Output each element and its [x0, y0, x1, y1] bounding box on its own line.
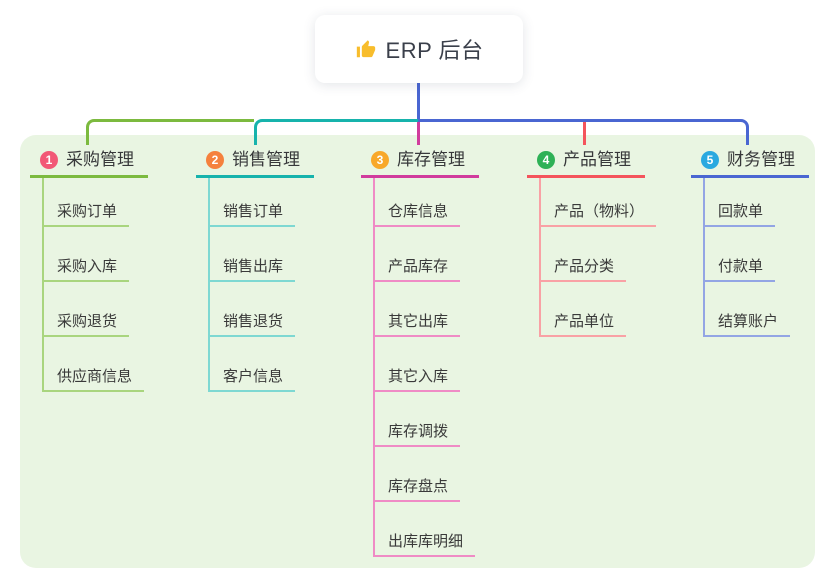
branch-node-finance[interactable]: 5 财务管理 — [691, 146, 809, 178]
root-node-label: ERP 后台 — [385, 38, 484, 63]
leaf-node[interactable]: 出库库明细 — [373, 529, 476, 557]
leaf-node[interactable]: 采购退货 — [42, 309, 130, 337]
branch-trunk-line — [208, 178, 210, 392]
branch-trunk-line — [42, 178, 44, 392]
leaf-node[interactable]: 供应商信息 — [42, 364, 145, 392]
root-node[interactable]: ERP 后台 — [315, 15, 523, 83]
branch-product: 4 产品管理 产品（物料） 产品分类 产品单位 — [527, 146, 657, 337]
branches-background-panel — [20, 135, 815, 568]
branch-finance: 5 财务管理 回款单 付款单 结算账户 — [691, 146, 809, 337]
branch-trunk-line — [703, 178, 705, 337]
branch-label: 产品管理 — [563, 150, 631, 169]
leaf-node[interactable]: 其它入库 — [373, 364, 461, 392]
leaf-node[interactable]: 采购入库 — [42, 254, 130, 282]
branch-label: 采购管理 — [66, 150, 134, 169]
branch-purchase: 1 采购管理 采购订单 采购入库 采购退货 供应商信息 — [30, 146, 148, 392]
leaf-node[interactable]: 销售出库 — [208, 254, 296, 282]
leaf-node[interactable]: 销售订单 — [208, 199, 296, 227]
leaf-node[interactable]: 产品库存 — [373, 254, 461, 282]
branch-label: 财务管理 — [727, 150, 795, 169]
branch-number-badge: 4 — [537, 151, 555, 169]
branch-node-sales[interactable]: 2 销售管理 — [196, 146, 314, 178]
branch-trunk-line — [539, 178, 541, 337]
leaf-node[interactable]: 产品（物料） — [539, 199, 657, 227]
connector-finance-line — [418, 119, 749, 145]
leaf-node[interactable]: 回款单 — [703, 199, 776, 227]
leaf-node[interactable]: 产品单位 — [539, 309, 627, 337]
leaf-node[interactable]: 产品分类 — [539, 254, 627, 282]
connector-product-drop — [583, 122, 586, 145]
leaf-node[interactable]: 其它出库 — [373, 309, 461, 337]
connector-sales-line — [254, 119, 418, 145]
leaf-node[interactable]: 客户信息 — [208, 364, 296, 392]
branch-sales: 2 销售管理 销售订单 销售出库 销售退货 客户信息 — [196, 146, 314, 392]
branch-number-badge: 5 — [701, 151, 719, 169]
leaf-node[interactable]: 结算账户 — [703, 309, 791, 337]
leaf-node[interactable]: 销售退货 — [208, 309, 296, 337]
branch-node-purchase[interactable]: 1 采购管理 — [30, 146, 148, 178]
connector-purchase-line — [86, 119, 254, 145]
branch-trunk-line — [373, 178, 375, 557]
connector-inventory-drop — [417, 122, 420, 145]
leaf-node[interactable]: 库存调拨 — [373, 419, 461, 447]
branch-number-badge: 3 — [371, 151, 389, 169]
branch-label: 库存管理 — [397, 150, 465, 169]
leaf-node[interactable]: 库存盘点 — [373, 474, 461, 502]
thumbs-up-icon — [355, 38, 377, 60]
leaf-node[interactable]: 仓库信息 — [373, 199, 461, 227]
branch-number-badge: 2 — [206, 151, 224, 169]
root-connector-line — [417, 83, 420, 120]
leaf-node[interactable]: 采购订单 — [42, 199, 130, 227]
branch-number-badge: 1 — [40, 151, 58, 169]
branch-label: 销售管理 — [232, 150, 300, 169]
branch-node-inventory[interactable]: 3 库存管理 — [361, 146, 479, 178]
branch-inventory: 3 库存管理 仓库信息 产品库存 其它出库 其它入库 库存调拨 库存盘点 出库库… — [361, 146, 479, 557]
branch-node-product[interactable]: 4 产品管理 — [527, 146, 645, 178]
leaf-node[interactable]: 付款单 — [703, 254, 776, 282]
